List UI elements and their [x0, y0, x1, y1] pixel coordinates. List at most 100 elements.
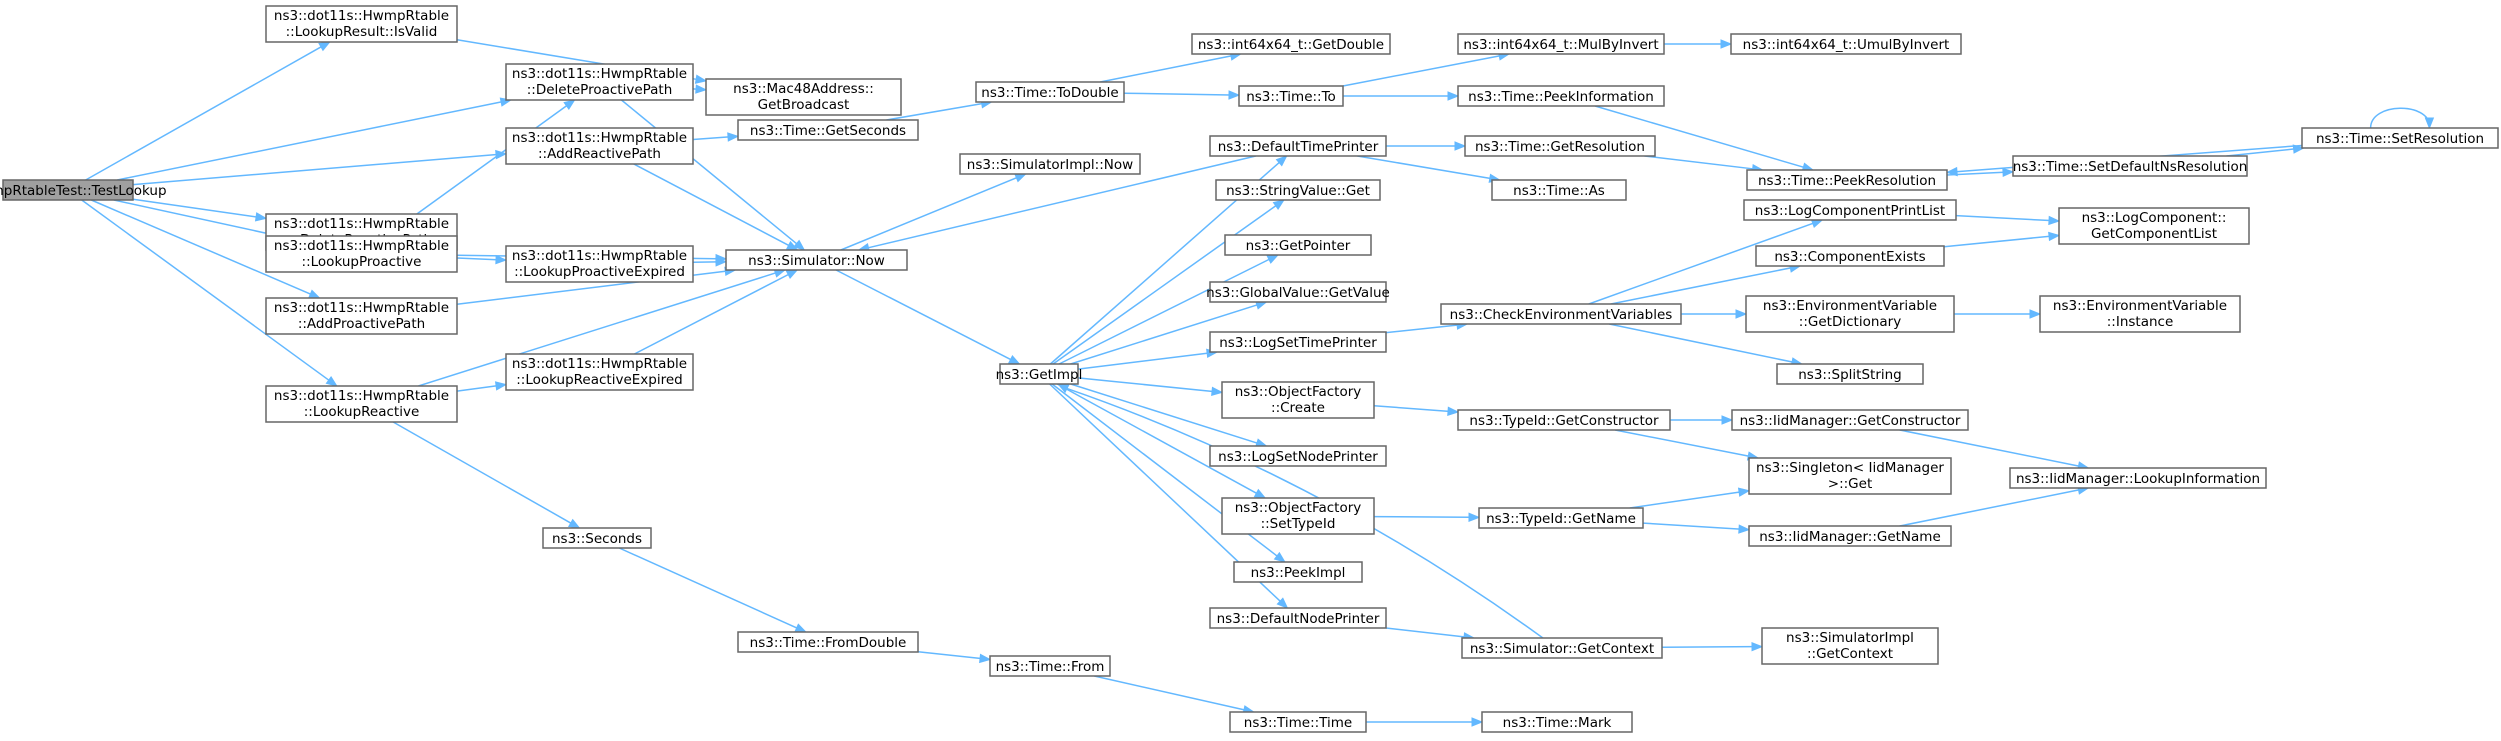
node-objfcreate[interactable]: ns3::ObjectFactory::Create [1221, 381, 1375, 419]
edge-getimpl-to-globalget [1070, 300, 1268, 365]
node-lookproexp[interactable]: ns3::dot11s::HwmpRtable::LookupProactive… [505, 245, 694, 283]
node-simimplnow[interactable]: ns3::SimulatorImpl::Now [959, 153, 1141, 175]
node-label: ns3::Time::GetSeconds [750, 123, 906, 139]
node-compexists[interactable]: ns3::ComponentExists [1755, 245, 1945, 267]
node-getctor[interactable]: ns3::TypeId::GetConstructor [1457, 409, 1671, 431]
node-singletonget[interactable]: ns3::Singleton< IidManager>::Get [1748, 457, 1952, 495]
node-label: ns3::Time::GetResolution [1475, 139, 1645, 155]
node-envgetdict[interactable]: ns3::EnvironmentVariable::GetDictionary [1745, 295, 1955, 333]
node-timeas[interactable]: ns3::Time::As [1491, 179, 1627, 201]
edge-getimpl-to-peekimpl [1051, 383, 1286, 563]
edge-compexists-to-logcompgetlist [1943, 231, 2061, 248]
node-lookreactexp[interactable]: ns3::dot11s::HwmpRtable::LookupReactiveE… [505, 353, 694, 391]
node-logsettime[interactable]: ns3::LogSetTimePrinter [1209, 331, 1387, 353]
node-logsetnode[interactable]: ns3::LogSetNodePrinter [1209, 445, 1387, 467]
node-label: ns3::LogComponentPrintList [1755, 203, 1945, 219]
node-fromdouble[interactable]: ns3::Time::FromDouble [737, 631, 919, 653]
node-label: ns3::Time::PeekInformation [1468, 89, 1654, 105]
edge-line [1077, 377, 1214, 393]
node-label: ::LookupResult::IsValid [286, 24, 438, 40]
node-simnow[interactable]: ns3::Simulator::Now [725, 249, 908, 271]
node-timetime[interactable]: ns3::Time::Time [1229, 711, 1367, 733]
node-isvalid[interactable]: ns3::dot11s::HwmpRtable::LookupResult::I… [265, 5, 458, 43]
node-delpro[interactable]: ns3::dot11s::HwmpRtable::DeleteProactive… [505, 63, 694, 101]
node-box [1745, 295, 1955, 333]
arrowhead [1275, 155, 1288, 167]
node-peekres[interactable]: ns3::Time::PeekResolution [1746, 169, 1948, 191]
node-int64getdouble[interactable]: ns3::int64x64_t::GetDouble [1191, 33, 1391, 55]
arrowhead [563, 99, 576, 110]
edge-root-to-addreact [132, 149, 508, 186]
node-seconds[interactable]: ns3::Seconds [542, 527, 652, 549]
node-label: ::GetContext [1807, 646, 1893, 662]
node-mulbyinvert[interactable]: ns3::int64x64_t::MulByInvert [1457, 33, 1665, 55]
node-umulbyinvert[interactable]: ns3::int64x64_t::UmulByInvert [1730, 33, 1962, 55]
node-setres[interactable]: ns3::Time::SetResolution [2301, 127, 2499, 149]
node-logcompgetlist[interactable]: ns3::LogComponent::GetComponentList [2058, 207, 2250, 245]
node-lookpro[interactable]: ns3::dot11s::HwmpRtable::LookupProactive [265, 235, 458, 273]
edge-getimpl-to-objfcreate [1077, 377, 1224, 397]
node-addpro[interactable]: ns3::dot11s::HwmpRtable::AddProactivePat… [265, 297, 458, 335]
node-iidlookupinfo[interactable]: ns3::IidManager::LookupInformation [2009, 467, 2267, 489]
node-getseconds[interactable]: ns3::Time::GetSeconds [737, 119, 919, 141]
node-box [265, 385, 458, 423]
node-label: ns3::int64x64_t::MulByInvert [1463, 37, 1658, 53]
edge-line [692, 136, 730, 141]
edge-line [1070, 383, 1259, 444]
node-timemark[interactable]: ns3::Time::Mark [1481, 711, 1633, 733]
node-from[interactable]: ns3::Time::From [989, 655, 1111, 677]
node-box [2012, 155, 2248, 177]
node-label: ns3::SimulatorImpl [1786, 630, 1914, 646]
node-defnodeprinter[interactable]: ns3::DefaultNodePrinter [1209, 607, 1387, 629]
node-box [959, 153, 1141, 175]
node-setdefaultns[interactable]: ns3::Time::SetDefaultNsResolution [2012, 155, 2248, 177]
edge-delpro-to-mac48 [692, 84, 708, 94]
node-typeidgetname[interactable]: ns3::TypeId::GetName [1478, 507, 1644, 529]
node-label: ns3::IidManager::LookupInformation [2016, 471, 2260, 487]
edge-simgetctx-to-simimplgetctx [1661, 641, 1764, 652]
node-globalget[interactable]: ns3::GlobalValue::GetValue [1206, 281, 1390, 303]
arrowhead [1810, 219, 1824, 229]
node-label: ns3::Time::FromDouble [750, 635, 907, 651]
node-root[interactable]: HwmpRtableTest::TestLookup [0, 179, 167, 201]
arrowhead [695, 84, 708, 94]
node-timeto[interactable]: ns3::Time::To [1238, 85, 1344, 107]
node-todouble[interactable]: ns3::Time::ToDouble [975, 81, 1125, 103]
node-deftimeprinter[interactable]: ns3::DefaultTimePrinter [1209, 135, 1387, 157]
node-lookreact[interactable]: ns3::dot11s::HwmpRtable::LookupReactive [265, 385, 458, 423]
edge-seconds-to-fromdouble [618, 547, 808, 633]
node-label: ns3::CheckEnvironmentVariables [1450, 307, 1673, 323]
node-getimpl[interactable]: ns3::GetImpl [996, 363, 1083, 385]
node-label: ns3::EnvironmentVariable [2053, 298, 2227, 314]
node-splitstring[interactable]: ns3::SplitString [1776, 363, 1924, 385]
node-addreact[interactable]: ns3::dot11s::HwmpRtable::AddReactivePath [505, 127, 694, 165]
node-iidgetctor[interactable]: ns3::IidManager::GetConstructor [1731, 409, 1969, 431]
node-iidgetname[interactable]: ns3::IidManager::GetName [1748, 525, 1952, 547]
edge-line [117, 101, 503, 181]
node-box [2301, 127, 2499, 149]
edge-getimpl-to-logsetnode [1070, 383, 1268, 448]
node-logcompprint[interactable]: ns3::LogComponentPrintList [1743, 199, 1957, 221]
arrowhead [2029, 309, 2042, 319]
node-peekinfo[interactable]: ns3::Time::PeekInformation [1457, 85, 1665, 107]
edge-lookpro-to-lookproexp [456, 254, 508, 265]
node-objfsettype[interactable]: ns3::ObjectFactory::SetTypeId [1221, 497, 1375, 535]
node-simimplgetctx[interactable]: ns3::SimulatorImpl::GetContext [1761, 627, 1939, 665]
node-strvalget[interactable]: ns3::StringValue::Get [1215, 179, 1381, 201]
node-checkenv[interactable]: ns3::CheckEnvironmentVariables [1440, 303, 1682, 325]
node-peekimpl[interactable]: ns3::PeekImpl [1233, 561, 1363, 583]
node-label: ns3::ObjectFactory [1235, 500, 1362, 516]
node-box [1209, 281, 1387, 303]
node-getpointer[interactable]: ns3::GetPointer [1224, 234, 1372, 256]
edge-line [1342, 54, 1501, 87]
node-envinstance[interactable]: ns3::EnvironmentVariable::Instance [2039, 295, 2241, 333]
node-box [2009, 467, 2267, 489]
node-box [1209, 135, 1387, 157]
node-label: ::LookupProactiveExpired [514, 264, 685, 280]
node-getres[interactable]: ns3::Time::GetResolution [1464, 135, 1656, 157]
node-simgetctx[interactable]: ns3::Simulator::GetContext [1461, 637, 1663, 659]
node-box [505, 353, 694, 391]
node-label: ns3::DefaultNodePrinter [1217, 611, 1380, 627]
node-mac48[interactable]: ns3::Mac48Address::GetBroadcast [705, 78, 902, 116]
